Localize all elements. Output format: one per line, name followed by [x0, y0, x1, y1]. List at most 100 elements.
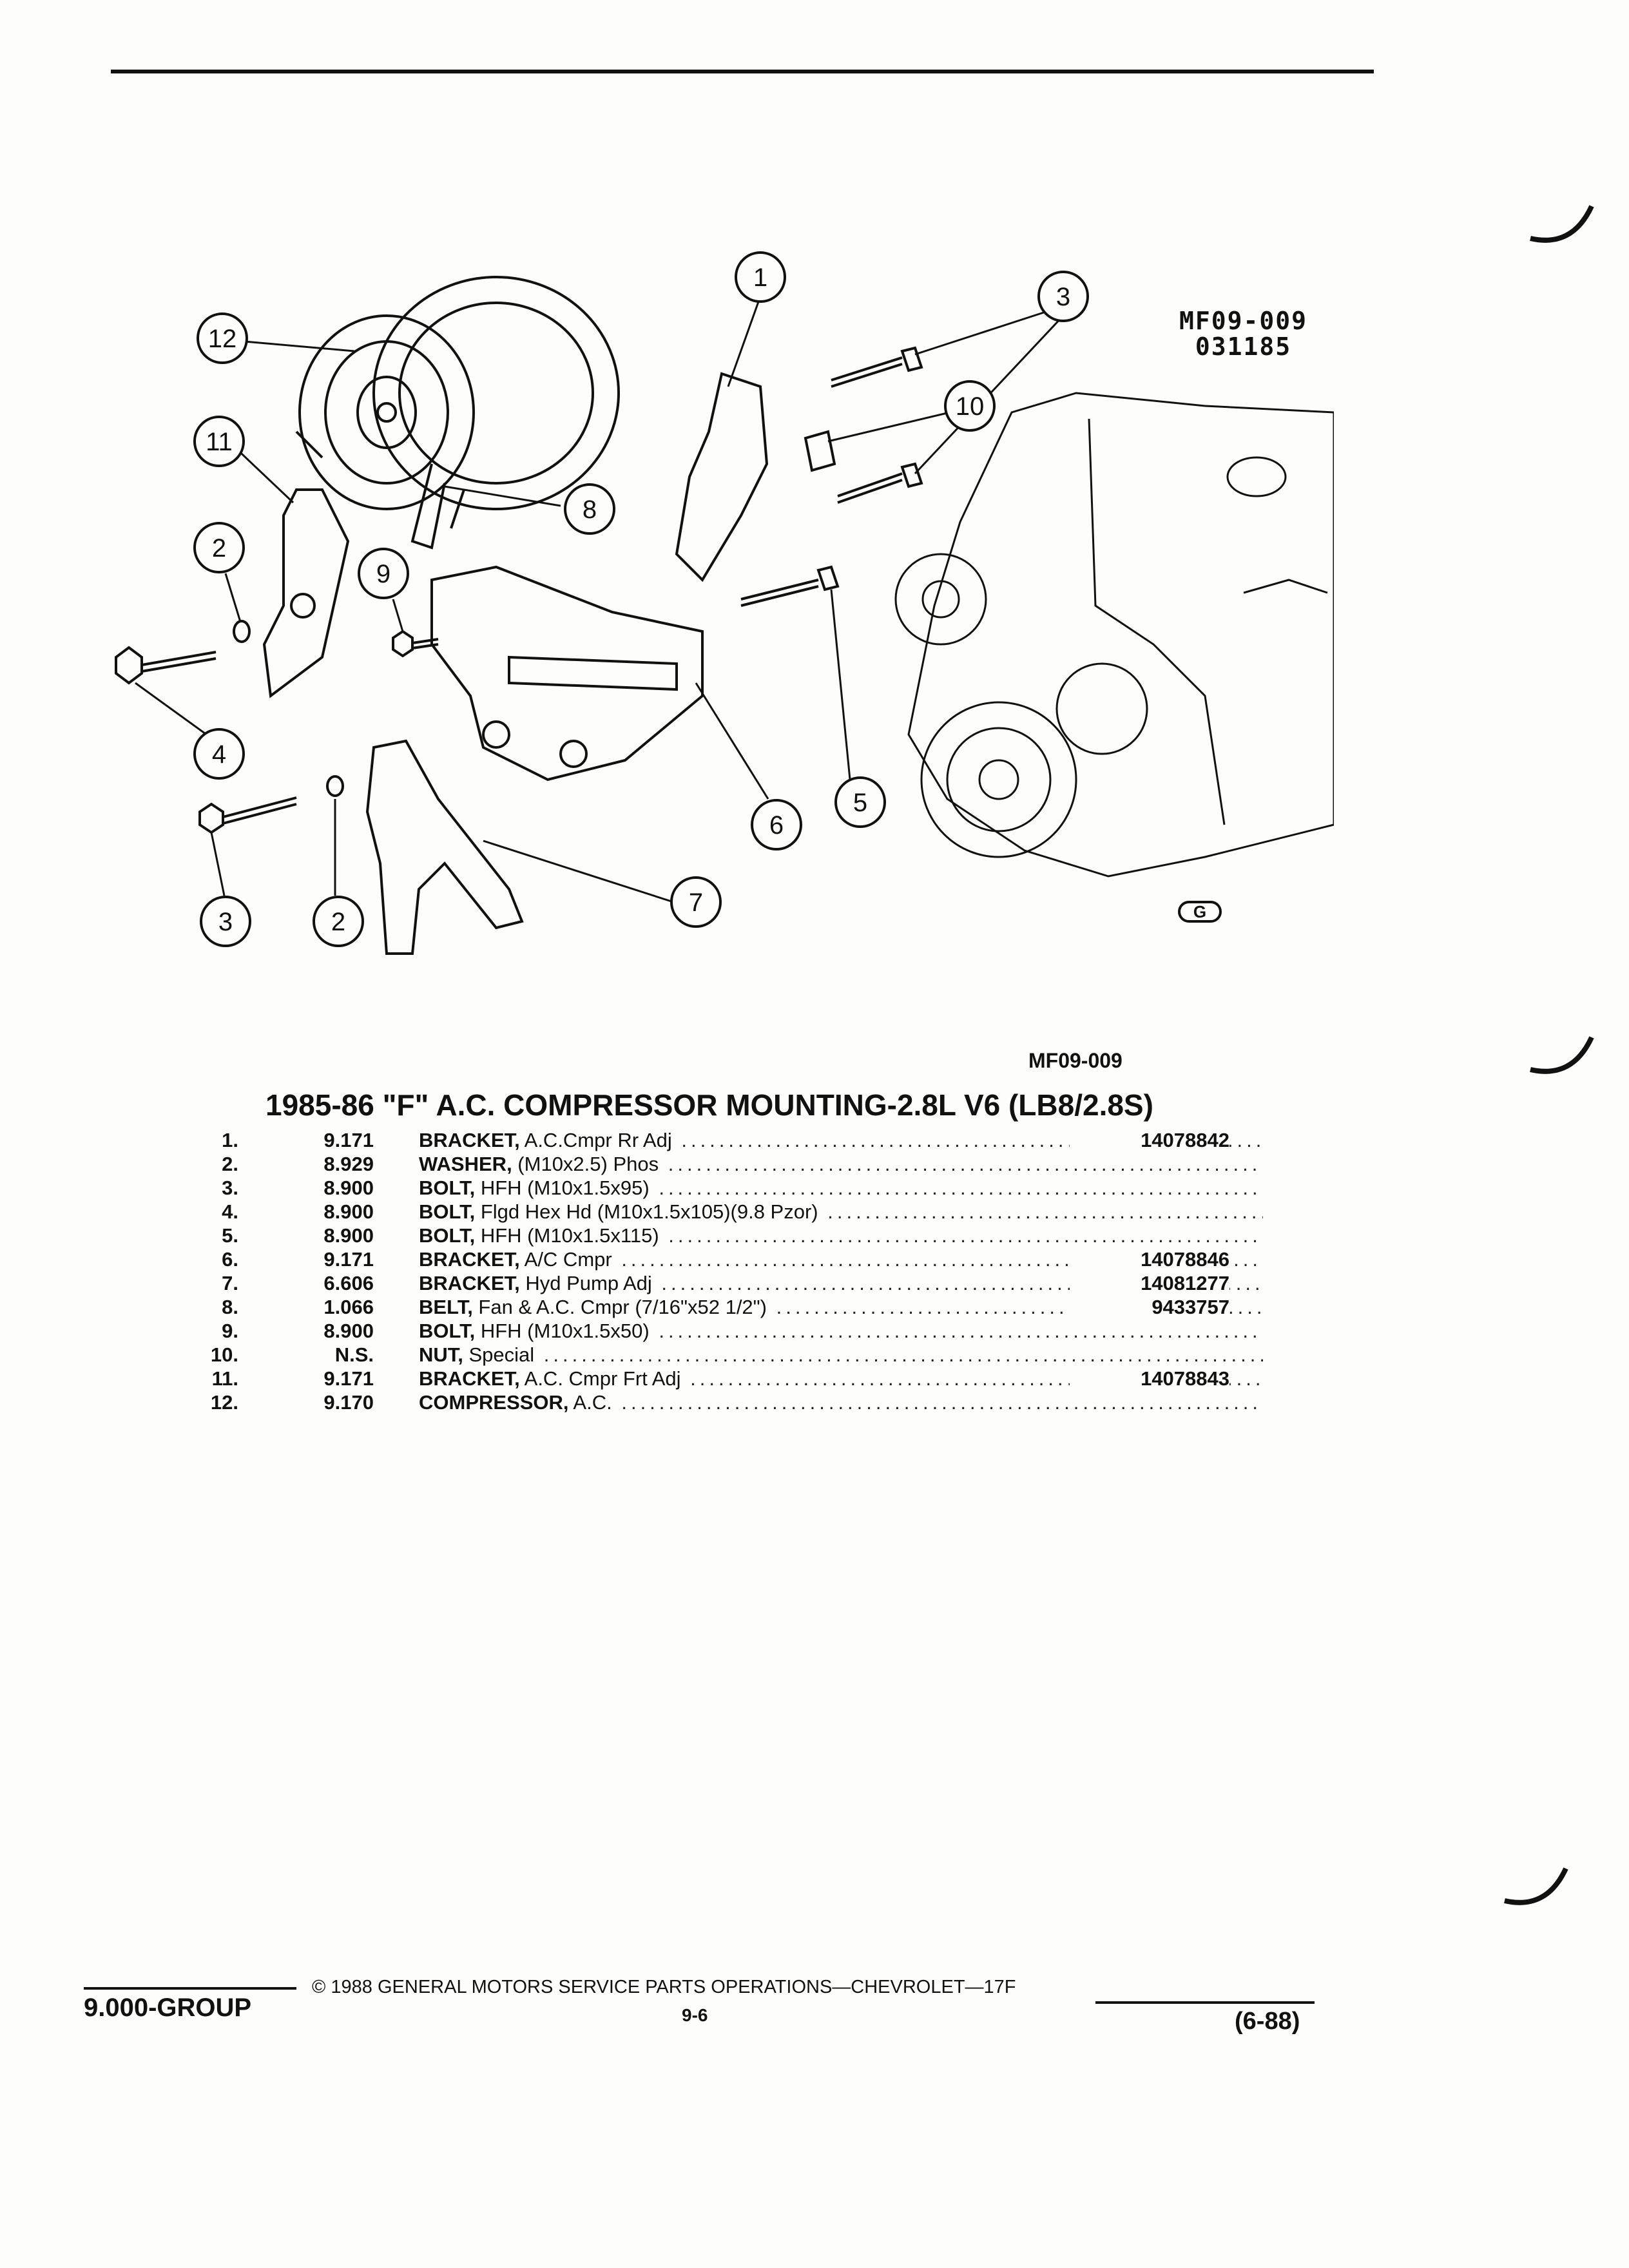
callout-8: 8 [564, 483, 615, 535]
bolt-3-lower-drawing [837, 462, 923, 504]
leader-dots: ........................................… [659, 1177, 1263, 1199]
footer-rule-left [84, 1987, 296, 1990]
group-number: 1.066 [323, 1296, 374, 1318]
footer-rule-right [1095, 2001, 1315, 2004]
figure-caption-code: MF09-009 [1028, 1049, 1123, 1072]
svg-text:4: 4 [212, 740, 226, 769]
figure-ref-code: MF09-009 [1179, 307, 1308, 335]
item-description: BOLT, HFH (M10x1.5x95) .................… [419, 1177, 1263, 1200]
exploded-parts-diagram: 12 11 2 4 9 1 3 10 8 6 5 7 3 2 G [115, 251, 1334, 955]
part-number: 14078843 [1070, 1367, 1229, 1390]
figure-ref-date: 031185 [1195, 332, 1292, 361]
part-number: 9433757 [1070, 1296, 1229, 1319]
footer-group-label: 9.000-GROUP [84, 1994, 252, 2022]
pump-bracket-drawing [365, 739, 524, 955]
leader-dots: ........................................… [668, 1224, 1263, 1247]
item-description: BELT, Fan & A.C. Cmpr (7/16"x52 1/2") ..… [419, 1296, 1263, 1319]
item-name: BRACKET, [419, 1129, 520, 1151]
group-number: N.S. [334, 1343, 374, 1366]
svg-text:3: 3 [218, 908, 233, 936]
item-name: WASHER, [419, 1153, 512, 1175]
svg-text:G: G [1193, 902, 1206, 921]
bolt-4-drawing [115, 646, 217, 685]
item-number: 8. [222, 1296, 238, 1318]
group-number: 9.171 [323, 1129, 374, 1151]
callout-12: 12 [197, 312, 248, 364]
item-number: 2. [222, 1153, 238, 1175]
callout-2: 2 [193, 522, 245, 573]
callout-5: 5 [834, 776, 886, 828]
group-number: 8.900 [323, 1224, 374, 1247]
svg-text:7: 7 [689, 889, 703, 917]
margin-curve-mark [1530, 1036, 1594, 1074]
footer-copyright: © 1988 GENERAL MOTORS SERVICE PARTS OPER… [312, 1977, 1016, 1997]
item-name: BRACKET, [419, 1248, 520, 1271]
svg-text:3: 3 [1056, 283, 1070, 311]
item-description: BOLT, Flgd Hex Hd (M10x1.5x105)(9.8 Pzor… [419, 1200, 1263, 1224]
item-spec: Hyd Pump Adj [519, 1272, 652, 1294]
item-number: 4. [222, 1200, 238, 1223]
item-number: 5. [222, 1224, 238, 1247]
item-spec: A/C Cmpr [519, 1248, 612, 1271]
item-name: BELT, [419, 1296, 473, 1318]
item-number: 10. [210, 1343, 238, 1366]
leader-dots: ........................................… [827, 1200, 1263, 1223]
leader-dots: ........................................… [621, 1391, 1263, 1414]
parts-list-row: 3. 8.900 BOLT, HFH (M10x1.5x95) ..........… [187, 1177, 1263, 1200]
callout-4: 4 [193, 728, 245, 780]
item-name: BOLT, [419, 1177, 476, 1199]
group-number: 8.929 [323, 1153, 374, 1175]
item-spec: HFH (M10x1.5x50) [475, 1320, 650, 1342]
parts-list-row: 10.N.S.NUT, Special ....................… [187, 1343, 1263, 1367]
item-description: BOLT, HFH (M10x1.5x50) .................… [419, 1320, 1263, 1343]
callout-3: 3 [1037, 271, 1089, 322]
gm-logo: G [1178, 901, 1222, 923]
svg-text:5: 5 [853, 789, 867, 817]
special-nut-drawing [804, 430, 836, 472]
top-rule [111, 70, 1374, 73]
item-spec: Fan & A.C. Cmpr (7/16"x52 1/2") [472, 1296, 767, 1318]
svg-text:6: 6 [769, 811, 784, 840]
compressor-bracket-drawing [430, 565, 704, 782]
item-name: BOLT, [419, 1320, 476, 1342]
group-number: 9.170 [323, 1391, 374, 1414]
callout-7: 7 [670, 876, 722, 928]
svg-text:12: 12 [208, 325, 237, 353]
item-spec: A.C. Cmpr Frt Adj [519, 1367, 681, 1390]
group-number: 6.606 [323, 1272, 374, 1294]
callout-6: 6 [751, 799, 802, 850]
svg-text:2: 2 [331, 908, 345, 936]
item-name: BOLT, [419, 1200, 476, 1223]
svg-text:1: 1 [753, 264, 767, 292]
part-number: 14078842 [1070, 1129, 1229, 1152]
front-bracket-drawing [262, 488, 350, 698]
belt-drawing [410, 463, 446, 550]
item-number: 1. [222, 1129, 238, 1151]
parts-list-row: 5. 8.900 BOLT, HFH (M10x1.5x115) .........… [187, 1224, 1263, 1248]
group-number: 9.171 [323, 1248, 374, 1271]
item-number: 3. [222, 1177, 238, 1199]
svg-text:2: 2 [212, 534, 226, 562]
item-spec: HFH (M10x1.5x115) [475, 1224, 659, 1247]
bolt-3-bottom-drawing [198, 796, 297, 834]
item-number: 7. [222, 1272, 238, 1294]
callout-9: 9 [358, 548, 409, 599]
item-spec: Flgd Hex Hd (M10x1.5x105)(9.8 Pzor) [475, 1200, 818, 1223]
callout-3-lower: 3 [200, 896, 251, 947]
item-name: BOLT, [419, 1224, 476, 1247]
group-number: 8.900 [323, 1177, 374, 1199]
item-number: 12. [210, 1391, 238, 1414]
margin-curve-mark [1504, 1867, 1568, 1905]
item-description: COMPRESSOR, A.C. .......................… [419, 1391, 1263, 1414]
leader-dots: ........................................… [659, 1320, 1263, 1342]
item-name: COMPRESSOR, [419, 1391, 569, 1414]
engine-front-drawing [894, 392, 1334, 878]
item-spec: A.C.Cmpr Rr Adj [519, 1129, 672, 1151]
leader-dots: ........................................… [543, 1343, 1263, 1366]
group-number: 8.900 [323, 1320, 374, 1342]
